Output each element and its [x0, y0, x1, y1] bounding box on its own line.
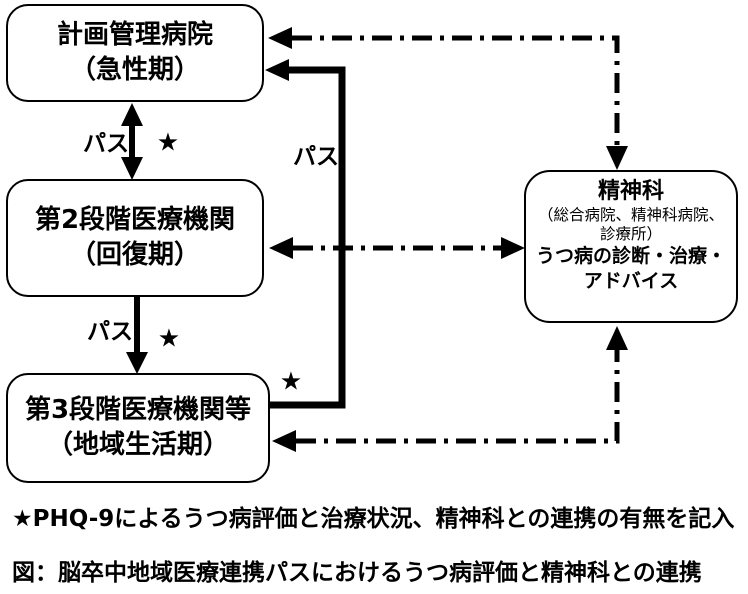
stage3-hospital-phase: （地域生活期） [46, 430, 229, 460]
psychiatry-title: 精神科 [597, 179, 664, 204]
planning-hospital-name: 計画管理病院 [56, 19, 213, 50]
psychiatry-subtitle-line1: （総合病院、精神科病院、 [537, 205, 724, 224]
footnote-phq9: ★PHQ-9によるうつ病評価と治療状況、精神科との連携の有無を記入 [12, 506, 735, 532]
stage2-hospital-phase: （回復期） [69, 240, 200, 270]
figure-title: 図：脳卒中地域医療連携パスにおけるうつ病評価と精神科との連携 [12, 560, 702, 586]
solid-path-stage3-to-planning [265, 59, 346, 409]
planning-hospital-phase: （急性期） [69, 55, 200, 85]
solid-double-arrow-planning-stage2 [121, 103, 143, 180]
path-label-stage3-planning: パス [293, 144, 339, 170]
solid-arrow-stage2-stage3 [126, 297, 148, 374]
dashdot-stage3-psychiatry [272, 326, 628, 452]
star-icon: ★ [157, 323, 181, 353]
stage3-hospital-name: 第3段階医療機関等 [24, 394, 252, 425]
path-label-planning-stage2: パス [83, 131, 129, 157]
psychiatry-subtitle-line2: 診療所） [599, 224, 662, 243]
psychiatry-desc-line2: アドバイス [583, 269, 679, 292]
node-psychiatry: 精神科 （総合病院、精神科病院、 診療所） うつ病の診断・治療・ アドバイス [524, 170, 738, 323]
node-stage3-hospital: 第3段階医療機関等 （地域生活期） [6, 373, 270, 483]
node-stage2-hospital: 第2段階医療機関 （回復期） [6, 179, 264, 297]
node-planning-hospital: 計画管理病院 （急性期） [6, 4, 264, 102]
path-label-stage2-stage3: パス [87, 319, 133, 345]
dashdot-planning-psychiatry [268, 27, 628, 170]
stage2-hospital-name: 第2段階医療機関 [34, 204, 236, 235]
star-icon: ★ [279, 366, 303, 396]
psychiatry-desc-line1: うつ病の診断・治療・ [535, 245, 726, 268]
star-icon: ★ [156, 127, 180, 157]
dashdot-stage2-psychiatry [269, 237, 525, 259]
